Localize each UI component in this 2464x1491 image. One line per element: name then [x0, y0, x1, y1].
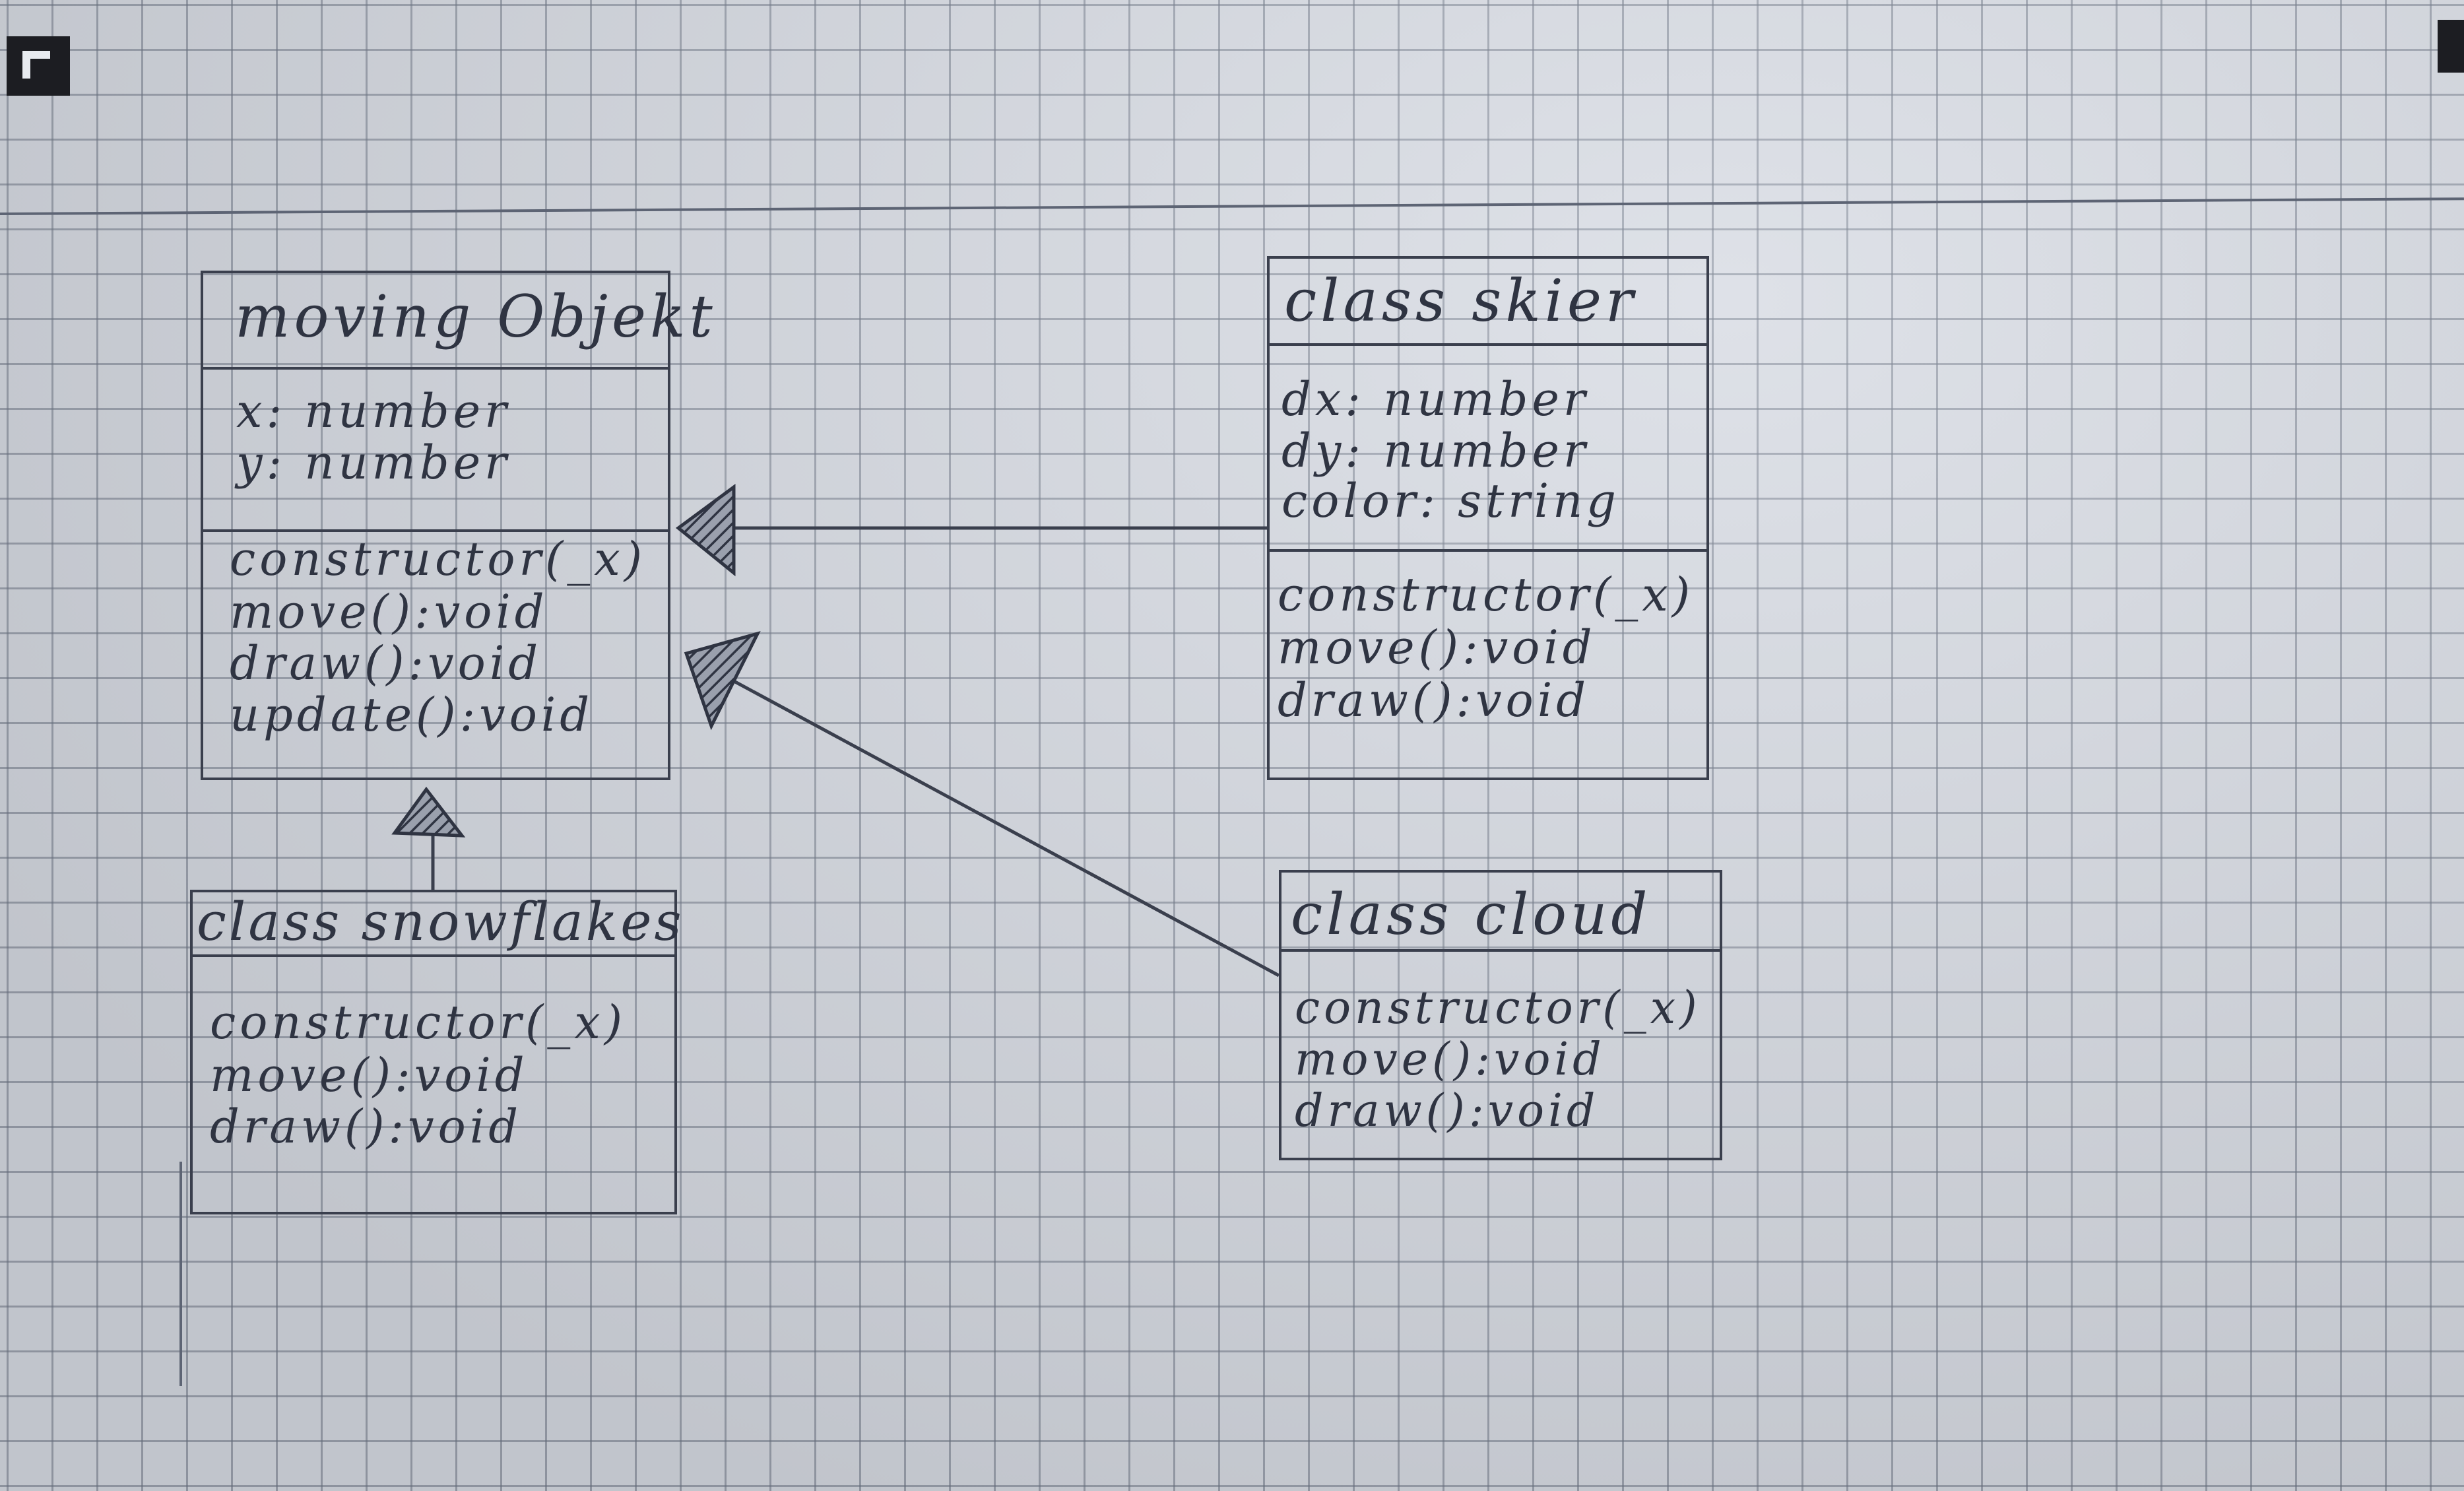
inheritance-arrowhead-icon — [684, 631, 761, 731]
class-title: moving Objekt — [235, 282, 717, 350]
class-method: constructor(_x) — [1278, 568, 1695, 622]
class-method: update():void — [230, 688, 594, 742]
class-attribute: color: string — [1281, 474, 1620, 528]
class-title: class snowflakes — [197, 891, 684, 952]
class-attribute: dy: number — [1281, 424, 1590, 478]
compartment-divider — [1281, 949, 1720, 952]
class-box-skier: class skier dx: number dy: number color:… — [1267, 256, 1709, 780]
scan-corner-marker-icon — [2438, 20, 2464, 73]
inheritance-arrowhead-icon — [391, 786, 466, 838]
class-box-cloud: class cloud constructor(_x) move():void … — [1279, 870, 1722, 1160]
class-method: draw():void — [230, 636, 542, 690]
class-method: move():void — [1295, 1034, 1605, 1086]
inheritance-line-cloud — [718, 671, 1280, 977]
page-margin-rule — [179, 1162, 182, 1386]
compartment-divider — [1270, 549, 1706, 552]
class-attribute: dx: number — [1281, 372, 1590, 426]
class-title: class skier — [1284, 267, 1637, 335]
scan-corner-marker-icon — [7, 36, 70, 96]
class-attribute: y: number — [236, 436, 511, 490]
class-method: move():void — [230, 585, 548, 639]
compartment-divider — [193, 954, 674, 957]
class-attribute: x: number — [236, 384, 511, 438]
class-box-moving-objekt: moving Objekt x: number y: number constr… — [201, 271, 713, 780]
class-method: draw():void — [210, 1100, 523, 1154]
class-box-snowflakes: class snowflakes constructor(_x) move():… — [190, 890, 682, 1214]
compartment-divider — [203, 529, 668, 532]
compartment-divider — [1270, 343, 1706, 346]
class-title: class cloud — [1291, 882, 1652, 948]
inheritance-arrowhead-icon — [675, 484, 736, 577]
class-method: move():void — [1278, 620, 1596, 675]
class-method: move():void — [210, 1048, 529, 1102]
class-method: constructor(_x) — [1295, 982, 1701, 1034]
class-method: draw():void — [1278, 673, 1590, 727]
class-method: draw():void — [1295, 1085, 1600, 1137]
compartment-divider — [203, 367, 668, 370]
class-method: constructor(_x) — [230, 532, 647, 586]
class-method: constructor(_x) — [210, 995, 627, 1049]
